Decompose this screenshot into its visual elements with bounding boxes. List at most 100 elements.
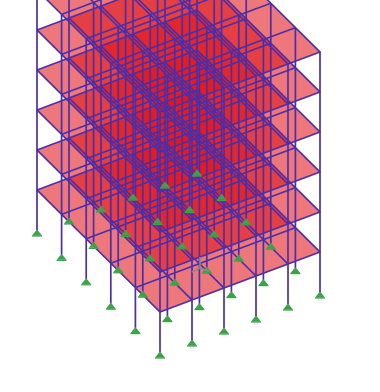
beam[interactable] bbox=[36, 29, 161, 153]
beam[interactable] bbox=[60, 0, 222, 16]
support-triangle bbox=[64, 217, 74, 224]
beam[interactable] bbox=[159, 171, 321, 233]
beam[interactable] bbox=[159, 251, 321, 313]
beam[interactable] bbox=[60, 33, 223, 96]
beam[interactable] bbox=[36, 9, 198, 71]
beam[interactable] bbox=[159, 91, 321, 153]
beam[interactable] bbox=[36, 49, 198, 111]
support-triangle bbox=[56, 253, 67, 260]
support-triangle bbox=[233, 254, 244, 261]
fixed-support-icon bbox=[290, 266, 301, 275]
fixed-support-icon bbox=[32, 229, 42, 237]
support-triangle bbox=[258, 278, 269, 285]
fixed-support-icon bbox=[105, 302, 116, 310]
support-triangle bbox=[152, 217, 163, 224]
beam[interactable] bbox=[134, 26, 297, 89]
support-triangle bbox=[130, 326, 141, 333]
beam[interactable] bbox=[101, 0, 225, 89]
support-triangle bbox=[162, 314, 173, 321]
base-supports bbox=[32, 169, 325, 359]
support-triangle bbox=[192, 169, 202, 176]
beam[interactable] bbox=[36, 189, 161, 313]
support-triangle bbox=[32, 229, 42, 236]
beam[interactable] bbox=[60, 73, 223, 136]
beam[interactable] bbox=[36, 129, 198, 191]
beam[interactable] bbox=[60, 0, 222, 56]
beam[interactable] bbox=[110, 42, 272, 104]
beam[interactable] bbox=[134, 146, 297, 209]
support-triangle bbox=[160, 181, 170, 188]
beam[interactable] bbox=[85, 138, 247, 200]
fixed-support-icon bbox=[81, 278, 92, 286]
beam[interactable] bbox=[36, 69, 161, 193]
fixed-support-icon bbox=[209, 230, 220, 238]
beam[interactable] bbox=[85, 0, 246, 40]
support-triangle bbox=[283, 303, 293, 310]
beam[interactable] bbox=[60, 153, 223, 216]
support-triangle bbox=[120, 229, 131, 236]
fixed-support-icon bbox=[155, 351, 165, 359]
support-triangle bbox=[145, 254, 156, 261]
fixed-support-icon bbox=[226, 290, 237, 299]
support-triangle bbox=[155, 351, 165, 358]
fixed-support-icon bbox=[56, 253, 67, 261]
beam[interactable] bbox=[36, 109, 161, 233]
beam[interactable] bbox=[134, 186, 297, 249]
support-triangle bbox=[137, 290, 148, 297]
beam[interactable] bbox=[165, 0, 289, 65]
fixed-support-icon bbox=[96, 205, 106, 213]
fixed-support-icon bbox=[137, 290, 148, 298]
beam[interactable] bbox=[159, 51, 321, 113]
support-triangle bbox=[177, 242, 188, 249]
beam[interactable] bbox=[69, 0, 193, 101]
fixed-support-icon bbox=[265, 242, 276, 250]
support-triangle bbox=[128, 193, 138, 200]
fixed-support-icon bbox=[152, 217, 163, 225]
support-triangle bbox=[290, 266, 301, 273]
beam[interactable] bbox=[110, 122, 272, 184]
beam[interactable] bbox=[110, 82, 272, 144]
beam[interactable] bbox=[197, 0, 321, 53]
fixed-support-icon bbox=[216, 193, 227, 201]
support-triangle bbox=[251, 315, 261, 322]
fixed-support-icon bbox=[160, 181, 170, 189]
fixed-support-icon bbox=[283, 303, 293, 311]
support-triangle bbox=[265, 242, 276, 249]
beam[interactable] bbox=[37, 0, 161, 113]
beam[interactable] bbox=[36, 89, 198, 151]
support-triangle bbox=[113, 266, 124, 273]
beam[interactable] bbox=[110, 202, 272, 265]
fixed-support-icon bbox=[64, 217, 74, 225]
support-triangle bbox=[88, 241, 99, 248]
beam[interactable] bbox=[110, 162, 272, 224]
fixed-support-icon bbox=[184, 205, 195, 213]
fixed-support-icon bbox=[219, 327, 229, 335]
beam[interactable] bbox=[85, 98, 247, 160]
beam[interactable] bbox=[159, 211, 321, 273]
support-triangle bbox=[81, 278, 92, 285]
beam[interactable] bbox=[133, 0, 257, 77]
support-triangle bbox=[96, 205, 106, 212]
beam[interactable] bbox=[134, 106, 297, 169]
fixed-support-icon bbox=[120, 229, 131, 237]
beam[interactable] bbox=[134, 66, 297, 129]
beam[interactable] bbox=[197, 0, 321, 93]
beam[interactable] bbox=[85, 17, 247, 80]
support-triangle bbox=[209, 230, 220, 237]
beam[interactable] bbox=[36, 0, 197, 31]
fixed-support-icon bbox=[177, 242, 188, 250]
fixed-support-icon bbox=[251, 315, 261, 323]
beam[interactable] bbox=[159, 131, 321, 193]
support-triangle bbox=[315, 291, 325, 298]
beam[interactable] bbox=[60, 113, 223, 176]
beam[interactable] bbox=[110, 2, 272, 65]
beam[interactable] bbox=[134, 226, 297, 289]
beam[interactable] bbox=[85, 178, 247, 240]
support-triangle bbox=[187, 339, 197, 346]
fixed-support-icon bbox=[258, 278, 269, 287]
fixed-support-icon bbox=[233, 254, 244, 262]
fixed-support-icon bbox=[187, 339, 197, 347]
beam[interactable] bbox=[85, 57, 247, 120]
